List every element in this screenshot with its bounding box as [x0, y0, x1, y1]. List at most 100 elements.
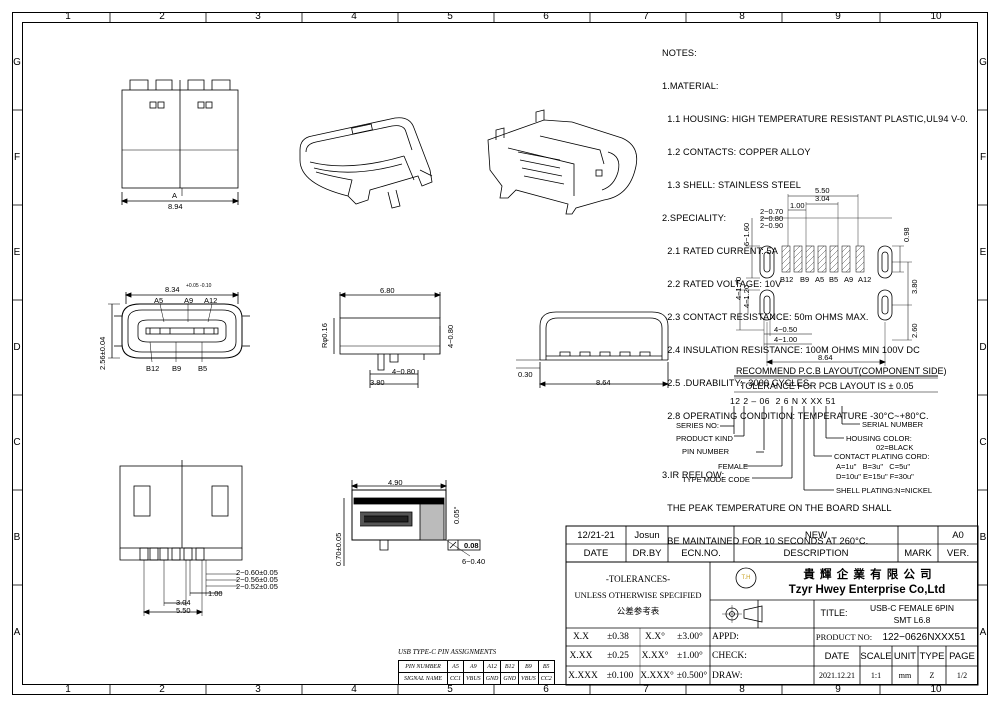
dim-front-tol: +0.05 -0.10: [186, 283, 212, 289]
tb-title-label: TITLE:: [820, 608, 848, 618]
pcb-layout-title: RECOMMEND P.C.B LAYOUT(COMPONENT SIDE): [736, 366, 947, 376]
dim-bot-304: 3.04: [176, 598, 191, 607]
tb-unless: UNLESS OTHERWISE SPECIFIED: [574, 590, 702, 600]
pcb-dim-260: 2.60: [910, 323, 919, 338]
notes-line: 3.IR REFLOW:: [662, 470, 725, 480]
notes-title: NOTES:: [662, 48, 697, 58]
company-name-en: Tzyr Hwey Enterprise Co,Ltd: [788, 584, 946, 596]
company-logo: T.H: [741, 575, 751, 581]
tb-h2-date: DATE: [824, 650, 850, 662]
dim-bot-550: 5.50: [176, 606, 191, 615]
pcb-dim-100b: 4−1.00: [774, 335, 798, 344]
company-name-cn: 貴 輝 企 業 有 限 公 司: [803, 569, 933, 581]
pc-label-series: SERIES NO:: [676, 421, 719, 430]
part-code: 12 2 – 06 2 6 N X XX 51: [730, 396, 837, 406]
dim-side-380: 3.80: [370, 378, 385, 387]
pin-cell: B5: [537, 660, 555, 673]
dim-rear-864: 8.64: [596, 378, 611, 387]
signal-cell: CC1: [446, 672, 465, 685]
tb-tol-x: X.X: [572, 632, 590, 642]
pc-label-color-val: 02=BLACK: [876, 443, 914, 452]
pcb-dim-120: 4−1.20: [742, 284, 751, 308]
tb-h2-page: PAGE: [949, 650, 975, 662]
row-right-a: A: [979, 627, 987, 638]
col-top-6: 6: [543, 11, 549, 22]
pcb-pin-b9: B9: [800, 275, 810, 284]
col-bot-5: 5: [447, 684, 453, 695]
tb-tol-xxa-val: ±1.00°: [677, 651, 703, 661]
col-bot-9: 9: [835, 684, 841, 695]
pin-label-b5: B5: [198, 364, 208, 373]
notes-line: 1.2 CONTACTS: COPPER ALLOY: [662, 147, 811, 157]
col-top-3: 3: [255, 11, 261, 22]
row-right-c: C: [979, 437, 987, 448]
dim-rear-030: 0.30: [518, 370, 533, 379]
col-top-2: 2: [159, 11, 165, 22]
col-top-1: 1: [65, 11, 71, 22]
signal-cell: VBUS: [463, 672, 484, 685]
tb-tol-xxx-val: ±0.100: [606, 670, 634, 681]
pcb-dim-550: 5.50: [815, 186, 830, 195]
row-left-e: E: [13, 247, 21, 258]
signal-cell: GND: [500, 672, 520, 685]
signal-cell: CC2: [537, 672, 555, 685]
notes-line: 2.8 OPERATING CONDITION: TEMPERATURE -30…: [662, 411, 929, 421]
tb-title-value2: SMT L6.8: [893, 615, 931, 625]
pcb-pin-b12: B12: [780, 275, 794, 284]
tb-v-scale: 1:1: [870, 671, 882, 680]
tb-tol-xxxa-val: ±0.500°: [676, 670, 708, 681]
col-top-4: 4: [351, 11, 357, 22]
tb-tol-xx-val: ±0.25: [607, 651, 629, 661]
pin-label-a12: A12: [204, 296, 218, 305]
pcb-dim-100: 1.00: [790, 201, 805, 210]
notes-line: 2.2 RATED VOLTAGE: 10V: [662, 279, 782, 289]
tb-v-unit: mm: [898, 671, 912, 680]
dim-bot-056: 2−0.56±0.05: [236, 575, 278, 584]
notes-line: 1.1 HOUSING: HIGH TEMPERATURE RESISTANT …: [662, 114, 968, 124]
tb-tol-xxx: X.XXX: [568, 670, 598, 681]
col-top-5: 5: [447, 11, 453, 22]
col-bot-10: 10: [930, 684, 942, 695]
pc-label-female: FEMALE: [718, 462, 749, 471]
tb-tolerances: -TOLERANCES-: [605, 574, 671, 584]
col-bot-8: 8: [739, 684, 745, 695]
pc-label-pin: PIN NUMBER: [682, 447, 730, 456]
tb-tol-cn: 公差参考表: [616, 606, 660, 616]
notes-line: 2.3 CONTACT RESISTANCE: 50m OHMS MAX.: [662, 312, 869, 322]
pcb-dim-098: 0.98: [902, 227, 911, 242]
pin-table-row1-label: PIN NUMBER: [398, 660, 448, 673]
pcb-dim-864: 8.64: [818, 353, 833, 362]
tb-tol-xa-val: ±3.00°: [677, 632, 703, 642]
tb-draw: DRAW:: [712, 670, 743, 681]
pin-label-b9: B9: [172, 364, 182, 373]
tb-h-mark: MARK: [904, 547, 932, 559]
tb-h-drby: DR.BY: [632, 547, 662, 559]
dim-bot-100: 1.00: [208, 589, 223, 598]
pcb-pin-a5: A5: [815, 275, 825, 284]
pcb-dim-050: 4−0.50: [774, 325, 798, 334]
drawing-frame-inner: [22, 22, 978, 685]
notes-line: BE MAINTAINED FOR 10 SECONDS AT 260°C.: [662, 536, 869, 546]
table-row: SIGNAL NAME CC1 VBUS GND GND VBUS CC2: [398, 672, 555, 685]
dim-side-height: Rφ0.16: [320, 323, 329, 348]
tb-h-date: DATE: [583, 547, 609, 559]
row-left-a: A: [13, 627, 21, 638]
dim-front-width: 8.34: [165, 285, 180, 294]
notes-line: 1.MATERIAL:: [662, 81, 719, 91]
dim-side-080: 4−0.80: [392, 367, 416, 376]
dim-top-width: 8.94: [168, 202, 183, 211]
col-top-7: 7: [643, 11, 649, 22]
pin-label-a5: A5: [154, 296, 164, 305]
pcb-dim-070: 2−0.70: [760, 207, 784, 216]
tb-title-value1: USB-C FEMALE 6PIN: [869, 603, 955, 613]
tb-v-page: 1/2: [956, 671, 968, 680]
pcb-dim-380: 3.80: [910, 279, 919, 294]
notes-line: 2.5 .DURABILITY: 3000 CYCLES.: [662, 378, 812, 388]
pcb-pin-a9: A9: [844, 275, 854, 284]
row-left-b: B: [13, 532, 21, 543]
tb-product-no: 122−0626NXXX51: [882, 631, 966, 643]
tb-h-ver: VER.: [946, 547, 970, 559]
notes-line: 2.SPECIALITY:: [662, 213, 727, 223]
col-bot-2: 2: [159, 684, 165, 695]
